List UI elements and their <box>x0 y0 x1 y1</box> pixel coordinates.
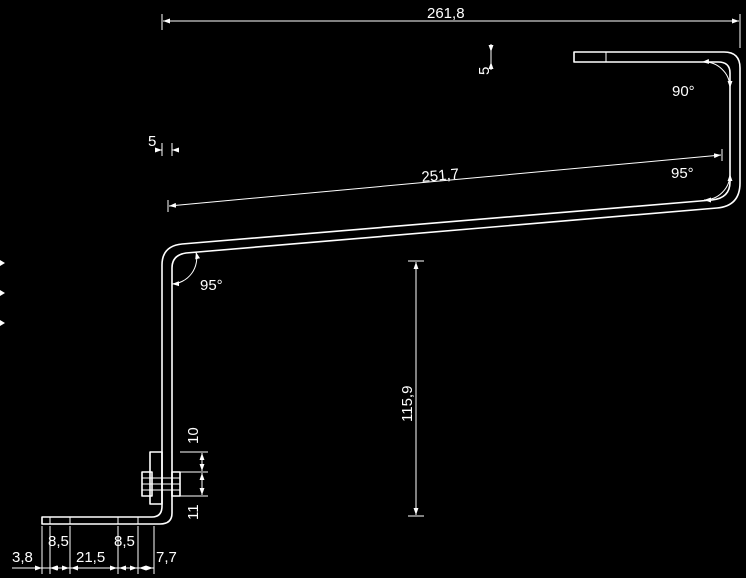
dim-vertical-height: 115,9 <box>399 260 424 517</box>
dim-sloped-length: 251,7 <box>167 149 723 212</box>
dim-overall-width: 261,8 <box>161 5 741 48</box>
dim-foot-8-5-left-label: 8,5 <box>48 533 69 550</box>
dim-vertical-height-label: 115,9 <box>399 386 416 422</box>
angle-left-bend-label: 95° <box>200 277 223 294</box>
dim-foot-3-8-label: 3,8 <box>12 549 33 566</box>
dim-bolt-offset-label: 11 <box>185 504 202 520</box>
angle-left-bend: 95° <box>171 251 223 294</box>
dim-overall-width-label: 261,8 <box>427 5 465 22</box>
angle-lower-right: 95° <box>671 165 733 203</box>
angle-upper-right-label: 90° <box>672 83 695 100</box>
dim-bolt-gap-label: 10 <box>185 427 202 444</box>
edge-marks <box>0 260 5 326</box>
dim-left-offset-label: 5 <box>148 133 156 150</box>
top-flange <box>41 51 741 525</box>
dim-foot: 8,5 8,5 3,8 21,5 7,7 <box>12 526 177 574</box>
angle-lower-right-label: 95° <box>671 165 694 182</box>
dim-bolt: 10 11 <box>180 427 208 520</box>
dim-left-offset: 5 <box>148 133 179 156</box>
dim-foot-7-7-label: 7,7 <box>156 549 177 566</box>
dim-sloped-length-label: 251,7 <box>421 166 460 186</box>
dim-foot-21-5-label: 21,5 <box>76 549 105 566</box>
bracket-profile <box>41 51 741 525</box>
dim-flange-thickness: 5 <box>476 44 494 75</box>
angle-upper-right: 90° <box>672 59 733 100</box>
dim-flange-thickness-label: 5 <box>476 67 493 75</box>
dim-foot-8-5-right-label: 8,5 <box>114 533 135 550</box>
